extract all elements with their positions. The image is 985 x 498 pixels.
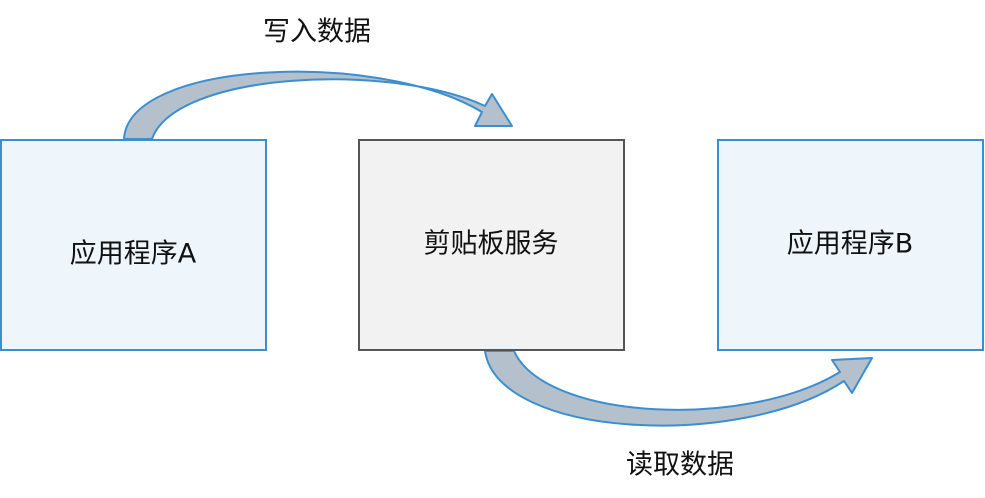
app-a-box <box>0 139 267 351</box>
write-data-arrow <box>123 70 513 140</box>
app-b-label: 应用程序B <box>787 229 914 260</box>
read-data-arrow <box>484 350 873 427</box>
app-a-node: 应用程序A <box>0 139 267 351</box>
app-a-label: 应用程序A <box>70 239 197 270</box>
clipboard-service-box <box>358 139 625 351</box>
read-arrow-body <box>484 350 873 427</box>
clipboard-service-label: 剪贴板服务 <box>424 229 559 260</box>
app-b-box <box>717 139 984 351</box>
app-b-node: 应用程序B <box>717 139 984 351</box>
write-arrow-body <box>123 70 513 140</box>
clipboard-service-node: 剪贴板服务 <box>358 139 625 351</box>
read-data-label: 读取数据 <box>626 450 734 481</box>
write-data-label: 写入数据 <box>263 17 371 48</box>
